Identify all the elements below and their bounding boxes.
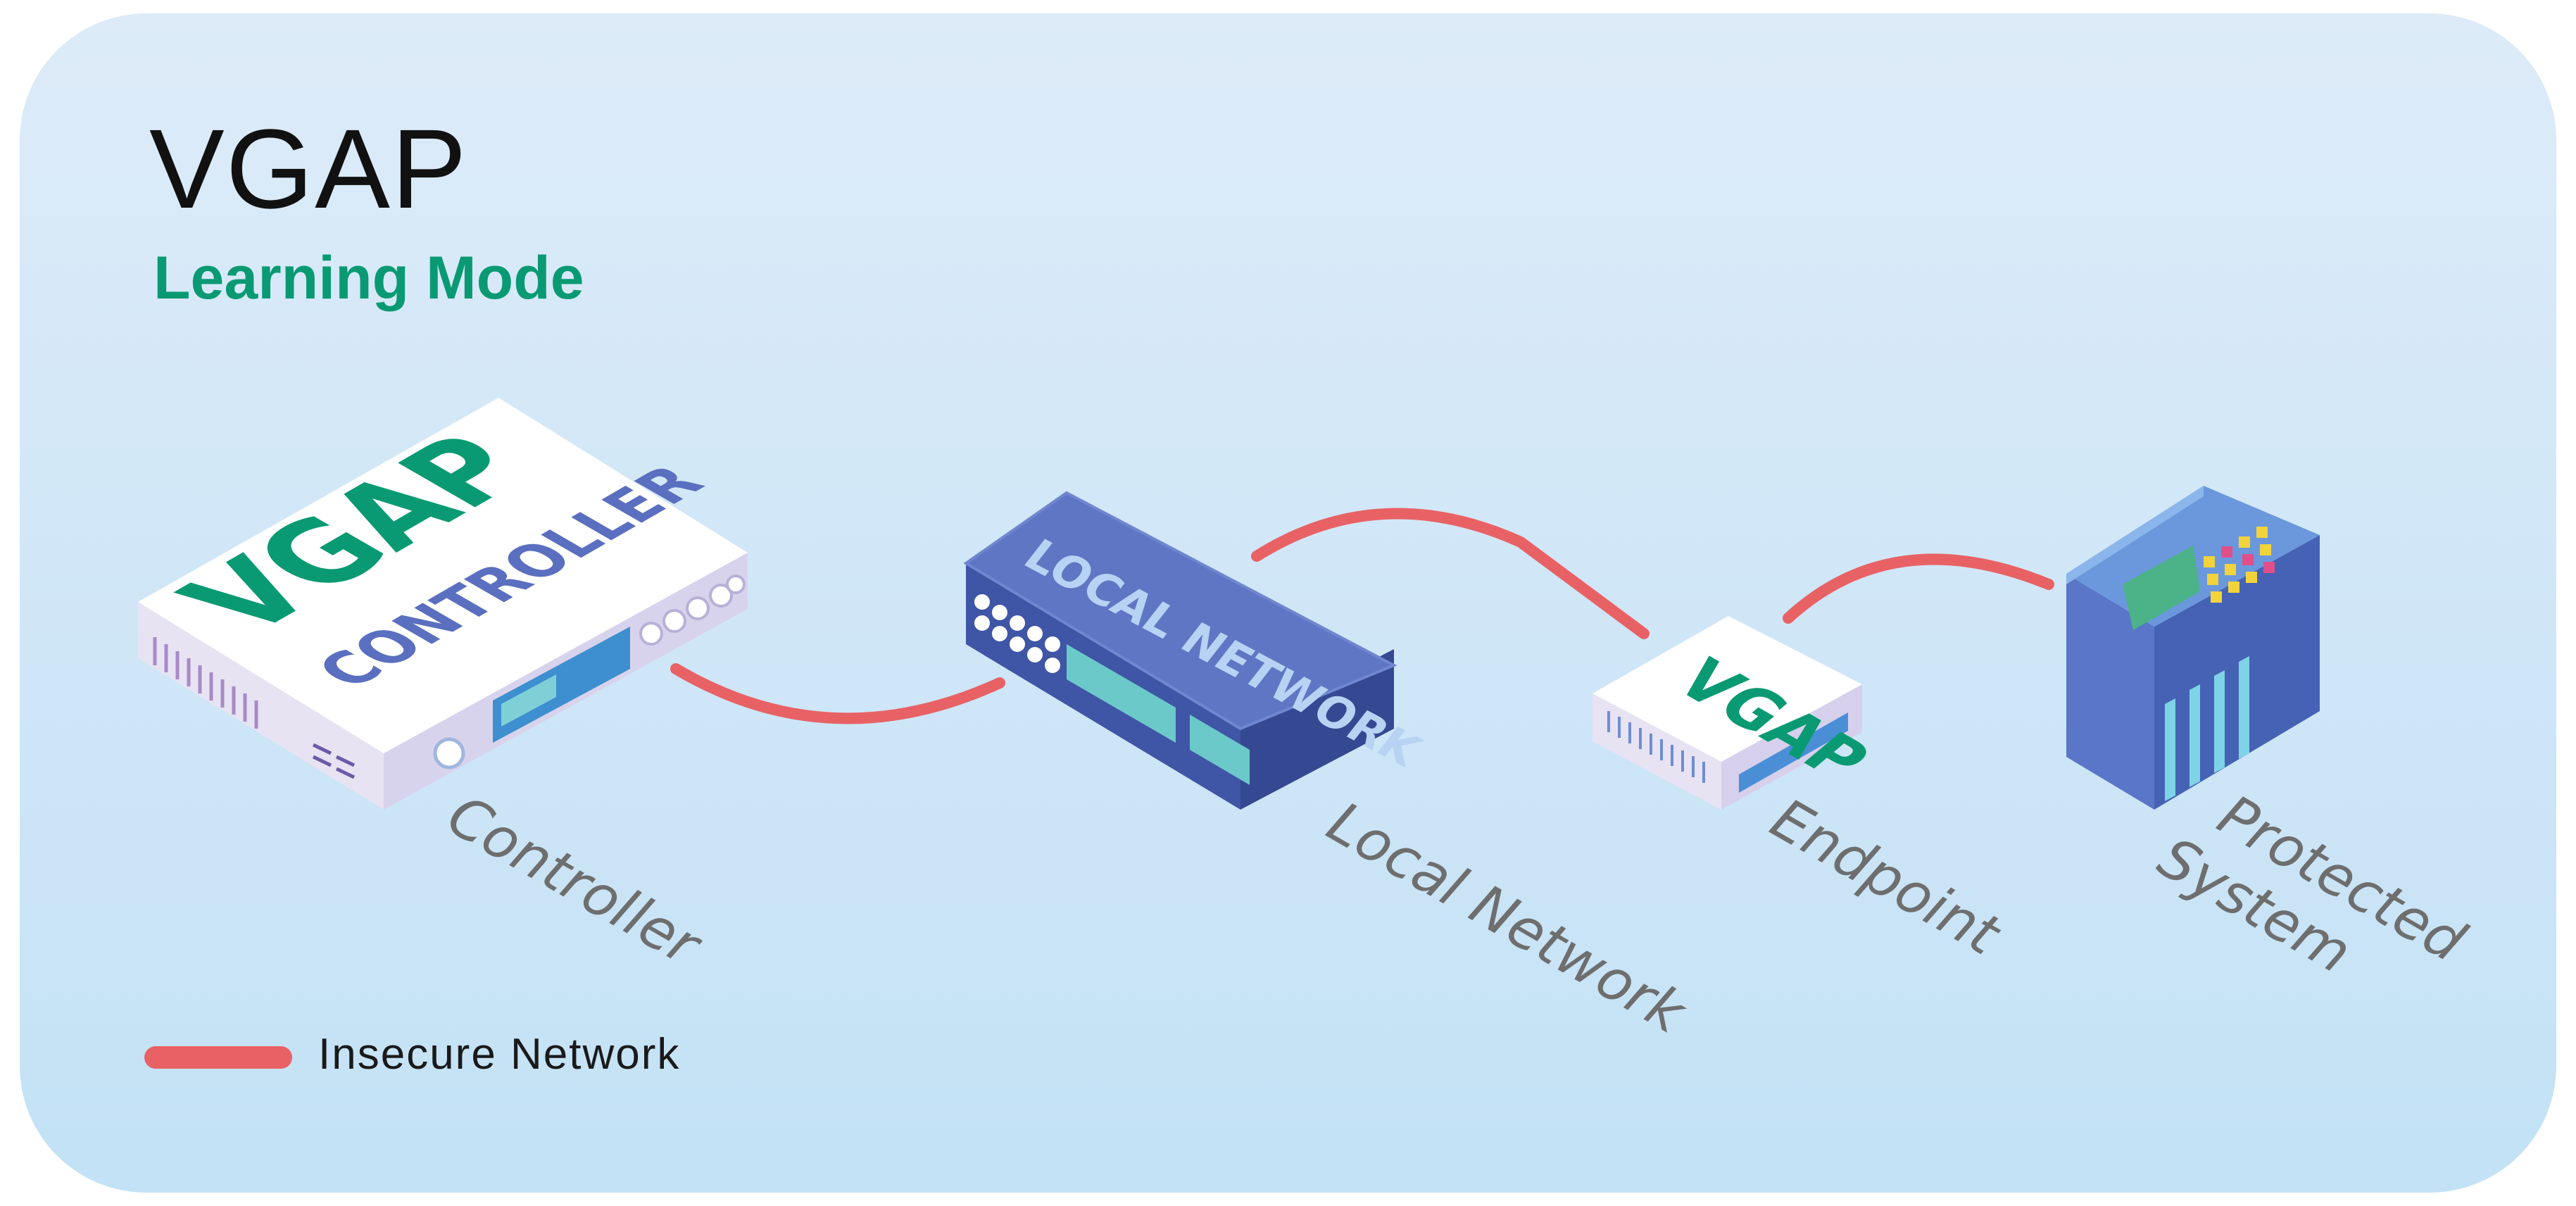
controller-ports — [639, 574, 746, 646]
link-controller-local-network — [670, 663, 1005, 724]
power-button-icon — [433, 737, 465, 770]
endpoint-device: VGAP Endpoint — [1592, 616, 2012, 969]
controller-caption: Controller — [437, 782, 714, 980]
protected-system-device: Protected System — [2066, 486, 2476, 986]
controller-vent — [153, 637, 258, 729]
network-ports — [974, 594, 1060, 673]
link-endpoint-protected-system — [1783, 553, 2054, 624]
legend-insecure-network-label: Insecure Network — [318, 1030, 681, 1079]
diagram-subtitle: Learning Mode — [153, 244, 584, 312]
legend-insecure-network-swatch — [144, 1046, 292, 1069]
local-network-caption: Local Network — [1317, 789, 1698, 1047]
link-local-network-endpoint — [1251, 508, 1650, 639]
system-screen — [2123, 546, 2200, 630]
local-network-device: LOCAL NETWORK Local Network — [963, 491, 1698, 1047]
controller-device: VGAP CONTROLLER Controller — [138, 398, 748, 980]
system-keypad — [2204, 527, 2275, 603]
diagram-title: VGAP — [149, 106, 468, 232]
endpoint-caption: Endpoint — [1761, 786, 2012, 969]
